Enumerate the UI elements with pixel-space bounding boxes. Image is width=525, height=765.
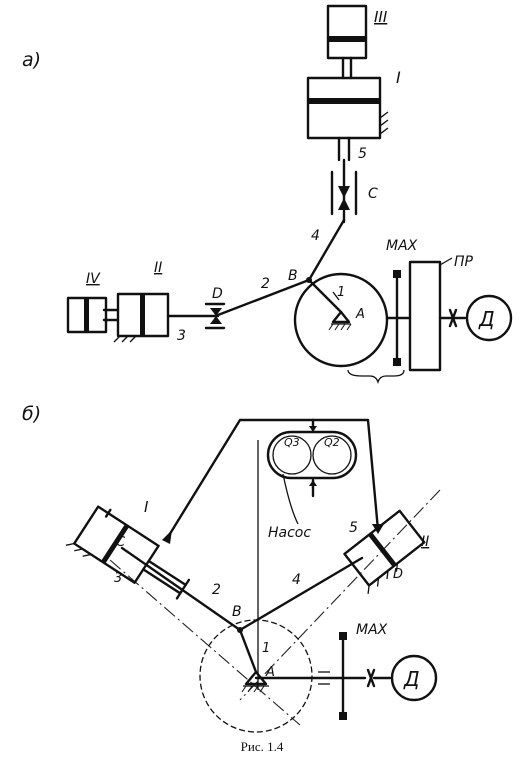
label-link-2-a: 2 (261, 276, 270, 292)
cylinder-II-b (343, 509, 426, 594)
crank-1-b (238, 628, 258, 674)
link-2-b (120, 546, 242, 632)
crank-1 (307, 278, 343, 314)
link-2 (216, 278, 311, 317)
pump: Q3 Q2 Насос (266, 430, 358, 541)
label-gearbox-PR: ПР (454, 254, 474, 270)
label-link-3-b: 3 (114, 571, 122, 586)
label-max-a: MAX (386, 238, 418, 254)
label-link-4-a: 4 (311, 228, 320, 244)
label-link-4-b: 4 (292, 572, 301, 588)
motor-D-a (465, 294, 513, 342)
label-joint-D-b: D (393, 567, 403, 582)
link-4 (307, 218, 346, 282)
label-cylinder-I-a: I (396, 68, 401, 87)
label-cylinder-IV-a: IV (86, 271, 101, 287)
label-pump-q2: Q2 (324, 436, 340, 449)
figure-caption: Рис. 1.4 (241, 739, 284, 754)
axis-right-b (239, 489, 441, 701)
panel-label-a: а) (22, 49, 41, 71)
label-joint-B-a: B (288, 268, 298, 284)
label-joint-B-b: B (232, 604, 242, 620)
pivot-A-a (331, 310, 351, 324)
motor-D-b (390, 654, 438, 702)
label-rod-5-a: 5 (358, 146, 367, 162)
label-joint-C-b: C (116, 535, 126, 550)
panel-label-b: б) (22, 403, 41, 425)
cylinder-II: II (102, 260, 170, 343)
rod-5-guide-C: 5 C (330, 146, 378, 224)
label-joint-D-a: D (212, 286, 223, 302)
label-motor-D-a: Д (478, 307, 495, 331)
cylinder-IV: IV (66, 271, 108, 334)
label-pivot-A-b: A (265, 665, 275, 680)
cylinder-I: I (306, 68, 401, 162)
label-pivot-A-a: A (355, 307, 365, 322)
cylinder-I-b (65, 505, 191, 600)
label-cylinder-I-b: I (144, 498, 149, 516)
guide-D: D (204, 286, 226, 330)
label-pump-q3: Q3 (284, 436, 300, 449)
label-joint-C-a: C (368, 186, 378, 202)
label-max-b: MAX (356, 622, 388, 638)
gearbox-PR (408, 260, 442, 372)
label-crank-1-a: 1 (337, 285, 345, 300)
diagram-b: б) Q3 Q2 Насос (22, 403, 441, 733)
label-link-2-b: 2 (212, 582, 221, 598)
label-crank-1-b: 1 (262, 641, 270, 656)
label-motor-D-b: Д (403, 667, 420, 691)
axis-left-b (109, 559, 301, 726)
cylinder-III: III (326, 4, 388, 80)
label-cylinder-II-a: II (154, 260, 162, 276)
link-4-b (238, 556, 364, 632)
drive-b: MAX Д (254, 622, 438, 720)
label-pump-name: Насос (268, 525, 311, 541)
label-cylinder-II-b: II (421, 534, 429, 550)
label-link-3-a: 3 (177, 328, 186, 344)
crank-disc-b (199, 619, 313, 733)
diagram-a: а) III I 5 C (22, 4, 513, 385)
label-cylinder-III-a: III (374, 8, 388, 26)
hydraulic-lines (166, 418, 380, 539)
drive-a: MAX ПР Д (347, 238, 513, 385)
label-rod-5-b: 5 (349, 520, 358, 536)
brace-a (347, 369, 405, 385)
crank-disc-a (293, 272, 389, 368)
